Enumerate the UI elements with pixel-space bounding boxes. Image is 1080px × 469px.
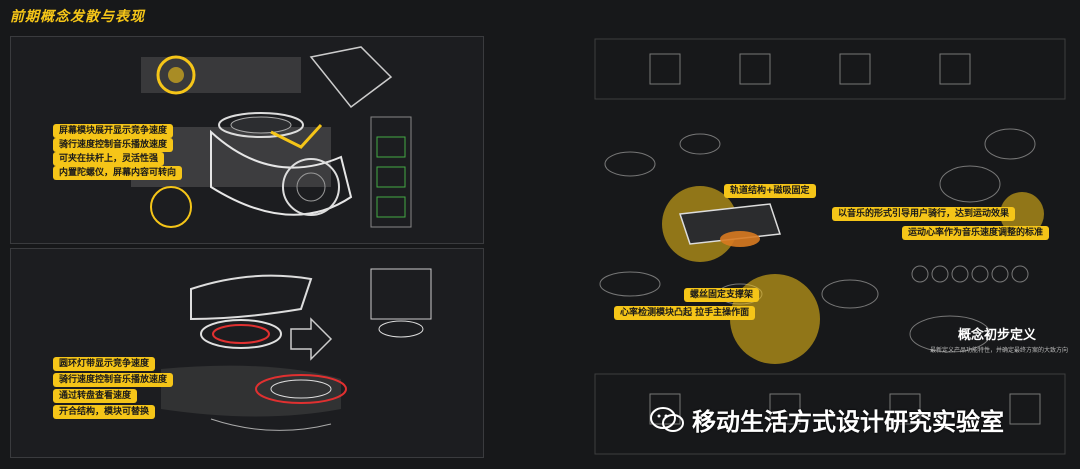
concept-tag-2: 以音乐的形式引导用户骑行，达到运动效果	[832, 207, 1016, 221]
concept-tag-4: 螺丝固定支撑架	[684, 288, 760, 302]
page-title: 前期概念发散与表现	[10, 9, 145, 25]
feature-tag-bottom-2: 骑行速度控制音乐播放速度	[53, 373, 174, 387]
concept-tag-3: 运动心率作为音乐速度调整的标准	[902, 226, 1050, 240]
sketch-panel-bottom: 圆环灯带显示竞争速度 骑行速度控制音乐播放速度 通过转盘查看速度 开合结构，模块…	[10, 248, 484, 458]
watermark: 移动生活方式设计研究实验室	[650, 402, 1004, 437]
concept-subheading: 最新定义产品功能特性，并确定最终方案的大致方向	[930, 347, 1069, 354]
feature-tag-top-2: 骑行速度控制音乐播放速度	[53, 138, 174, 152]
sketch-panel-top: 屏幕模块展开显示竞争速度 骑行速度控制音乐播放速度 可夹在扶杆上，灵活性强 内置…	[10, 36, 484, 244]
feature-tag-bottom-4: 开合结构，模块可替换	[53, 405, 156, 419]
concept-tag-5: 心率检测模块凸起 拉手主操作面	[614, 306, 756, 320]
watermark-text: 移动生活方式设计研究实验室	[692, 408, 1004, 436]
concept-heading: 概念初步定义	[958, 328, 1037, 343]
sketch-drawing-bottom	[161, 268, 432, 431]
concept-board: 轨道结构+磁吸固定 以音乐的形式引导用户骑行，达到运动效果 运动心率作为音乐速度…	[590, 34, 1070, 458]
feature-tag-bottom-3: 通过转盘查看速度	[53, 389, 138, 403]
concept-sketch-grid	[594, 38, 1066, 455]
feature-tag-top-1: 屏幕模块展开显示竞争速度	[53, 124, 174, 138]
feature-tag-bottom-1: 圆环灯带显示竞争速度	[53, 357, 156, 371]
wechat-icon	[650, 406, 684, 432]
concept-tag-1: 轨道结构+磁吸固定	[724, 184, 816, 198]
feature-tag-top-4: 内置陀螺仪，屏幕内容可转向	[53, 166, 183, 180]
feature-tag-top-3: 可夹在扶杆上，灵活性强	[53, 152, 165, 166]
